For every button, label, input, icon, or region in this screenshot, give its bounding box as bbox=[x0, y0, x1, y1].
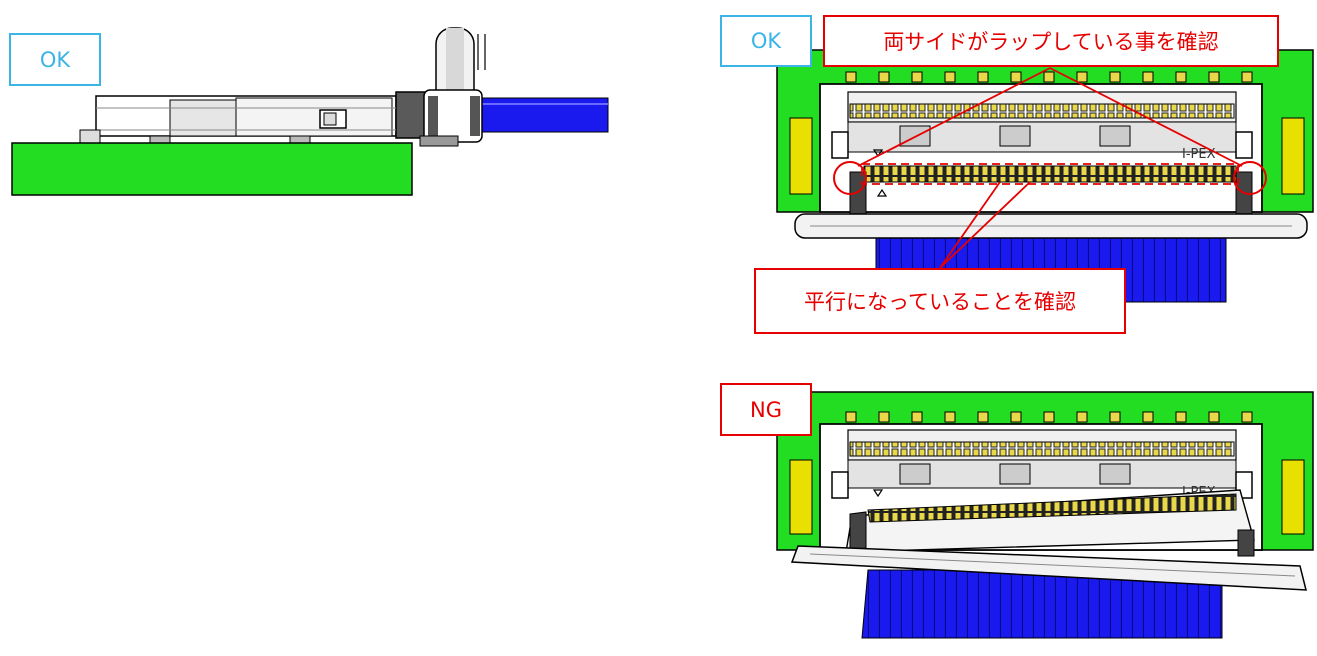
pcb-pad bbox=[1076, 411, 1088, 423]
pcb-pad bbox=[911, 411, 923, 423]
pcb-pad bbox=[911, 71, 923, 83]
ok-left-overlap-circle bbox=[833, 161, 867, 195]
ng-top-pads bbox=[845, 411, 1253, 423]
pcb-pad bbox=[977, 411, 989, 423]
pcb-pad bbox=[1175, 71, 1187, 83]
ok-top-pads bbox=[845, 71, 1253, 83]
parallel-note: 平行になっていることを確認 bbox=[754, 268, 1126, 334]
ok-right-overlap-circle bbox=[1233, 161, 1267, 195]
pcb-pad bbox=[1109, 411, 1121, 423]
overlap-note: 両サイドがラップしている事を確認 bbox=[823, 15, 1279, 67]
pcb-pad bbox=[1142, 411, 1154, 423]
pcb-pad bbox=[845, 411, 857, 423]
ok-leader-left bbox=[857, 67, 1051, 167]
side-connector-body bbox=[95, 89, 483, 143]
pcb-pad bbox=[1076, 71, 1088, 83]
ng-fpc-contacts bbox=[867, 493, 1237, 523]
pcb-pad bbox=[1109, 71, 1121, 83]
pcb-pad bbox=[944, 71, 956, 83]
top-ng-badge: NG bbox=[720, 383, 812, 436]
pcb-pad bbox=[1010, 411, 1022, 423]
top-ok-view: I-PEX bbox=[776, 49, 1314, 303]
pcb-pad bbox=[1241, 411, 1253, 423]
pcb-pad bbox=[1142, 71, 1154, 83]
pcb-pad bbox=[1208, 71, 1220, 83]
pcb-pad bbox=[1010, 71, 1022, 83]
pcb-pad bbox=[944, 411, 956, 423]
side-pcb bbox=[11, 142, 413, 196]
ok-fpc-contacts bbox=[863, 165, 1237, 183]
pcb-pad bbox=[1043, 411, 1055, 423]
top-ok-badge: OK bbox=[720, 15, 812, 67]
side-view bbox=[11, 27, 609, 196]
side-ok-badge: OK bbox=[9, 33, 101, 86]
pcb-pad bbox=[977, 71, 989, 83]
pcb-pad bbox=[845, 71, 857, 83]
ok-leader-right bbox=[1049, 67, 1243, 167]
ok-parallel-guide bbox=[861, 163, 1239, 185]
pcb-pad bbox=[878, 411, 890, 423]
ng-actuator bbox=[790, 545, 1307, 591]
pcb-pad bbox=[1043, 71, 1055, 83]
pcb-pad bbox=[1175, 411, 1187, 423]
pcb-pad bbox=[1208, 411, 1220, 423]
pcb-pad bbox=[878, 71, 890, 83]
pcb-pad bbox=[1241, 71, 1253, 83]
top-ng-view: I-PEX bbox=[776, 391, 1314, 639]
ok-brand-mark: I-PEX bbox=[1182, 147, 1216, 162]
